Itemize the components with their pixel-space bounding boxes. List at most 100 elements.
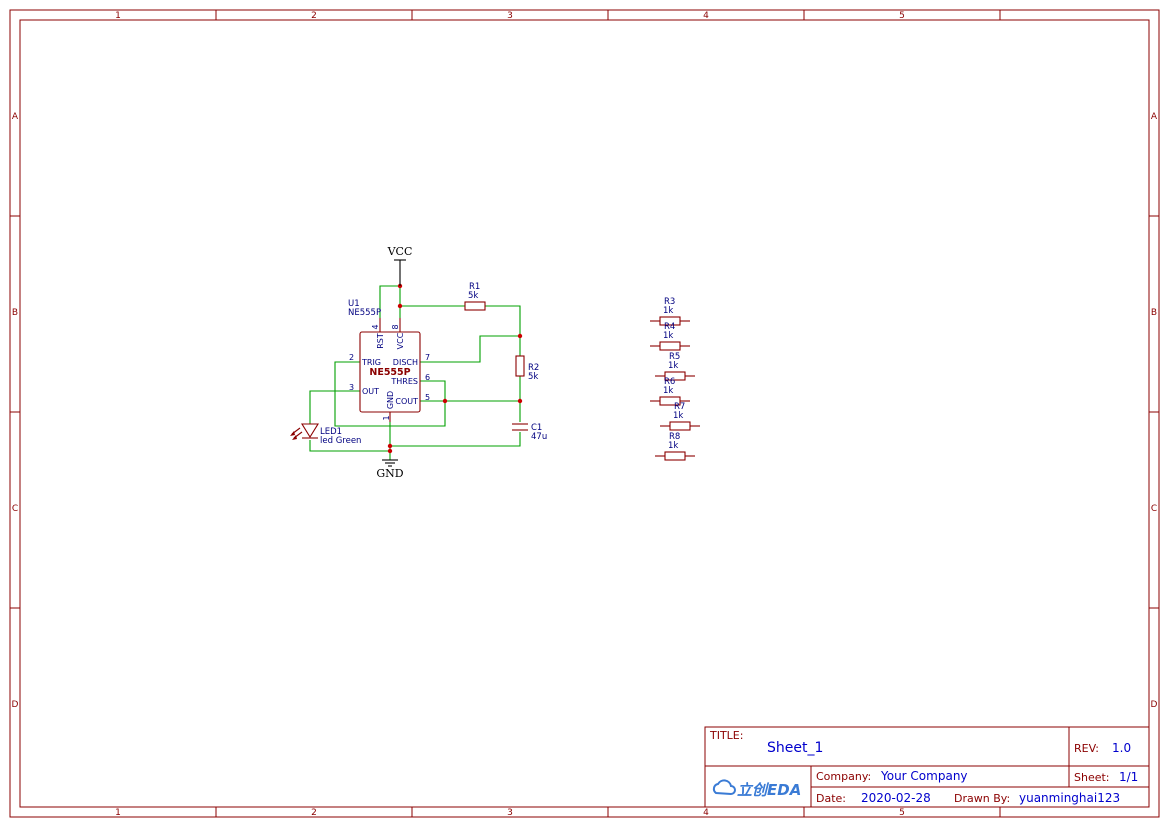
resistor-r4[interactable]: R4 1k [650, 322, 690, 351]
r1-ref: R1 [469, 282, 480, 292]
led1-value: led Green [320, 436, 361, 446]
wires [309, 285, 521, 460]
sheet-value: 1/1 [1119, 770, 1138, 784]
r6-ref: R6 [664, 377, 675, 387]
drawn-by-label: Drawn By: [954, 792, 1010, 805]
u1-ne555p[interactable]: U1 NE555P NE555P 4 RST 8 VCC 2 TRIG 3 OU… [348, 299, 430, 422]
r2-value: 5k [528, 372, 538, 382]
u1-pin-num-gnd: 1 [382, 415, 391, 420]
gnd-power-symbol: GND [376, 459, 404, 480]
wire-led-gnd [309, 440, 390, 452]
border-col-label: 2 [311, 808, 317, 818]
u1-body-label: NE555P [369, 367, 410, 378]
u1-pin-num-rst: 4 [371, 324, 380, 329]
drawn-by-value: yuanminghai123 [1019, 791, 1120, 805]
wire-out [309, 390, 360, 424]
border-row-labels-left: A B C D [12, 112, 19, 710]
logo-text: 立创EDA [737, 781, 801, 799]
junction-dot [517, 398, 523, 404]
r4-ref: R4 [664, 322, 675, 332]
capacitor-c1[interactable]: C1 47u [512, 423, 547, 442]
r5-value: 1k [668, 361, 678, 371]
date-value: 2020-02-28 [861, 791, 931, 805]
border-column-labels-top: 1 2 3 4 5 [115, 11, 905, 21]
border-col-label: 3 [507, 11, 513, 21]
r2-ref: R2 [528, 363, 539, 373]
resistor-r8[interactable]: R8 1k [655, 432, 695, 461]
led1-ref: LED1 [320, 427, 342, 437]
border-row-label: A [12, 112, 19, 122]
cloud-logo-icon [712, 779, 736, 796]
title-block: TITLE: Sheet_1 REV: 1.0 Company: Your Co… [704, 726, 1150, 808]
u1-pin-name-trig: TRIG [361, 358, 381, 367]
lceda-logo: 立创EDA [712, 779, 801, 799]
border-col-label: 4 [703, 808, 709, 818]
r7-value: 1k [673, 411, 683, 421]
border-col-label: 1 [115, 808, 121, 818]
junction-dot [397, 303, 403, 309]
vcc-label: VCC [387, 245, 413, 258]
u1-pin-name-rst: RST [376, 333, 385, 349]
resistor-r5[interactable]: R5 1k [655, 352, 695, 381]
u1-ref: U1 [348, 299, 360, 309]
border-row-label: C [12, 504, 18, 514]
u1-pin-num-disch: 7 [425, 353, 430, 362]
u1-pin-num-thres: 6 [425, 373, 430, 382]
border-col-label: 4 [703, 11, 709, 21]
u1-pin-name-thres: THRES [390, 377, 418, 386]
border-col-label: 1 [115, 11, 121, 21]
border-row-label: A [1151, 112, 1158, 122]
u1-pin-name-vcc: VCC [396, 332, 405, 349]
r7-ref: R7 [674, 402, 685, 412]
r6-value: 1k [663, 386, 673, 396]
border-col-label: 2 [311, 11, 317, 21]
border-column-labels-bottom: 1 2 3 4 5 [115, 808, 905, 818]
r3-value: 1k [663, 306, 673, 316]
junction-dot [517, 333, 523, 339]
border-row-label: D [12, 700, 19, 710]
r3-ref: R3 [664, 297, 675, 307]
border-col-label: 3 [507, 808, 513, 818]
junction-dot [387, 448, 393, 454]
rev-value: 1.0 [1112, 741, 1131, 755]
title-label: TITLE: [709, 729, 743, 742]
wire-vcc-rst [379, 285, 400, 318]
u1-pin-name-gnd: GND [386, 391, 395, 409]
sheet-title: Sheet_1 [767, 740, 823, 756]
resistor-r3[interactable]: R3 1k [650, 297, 690, 326]
sheet-label: Sheet: [1074, 771, 1110, 784]
border-row-label: B [1151, 308, 1157, 318]
u1-pin-num-out: 3 [349, 383, 354, 392]
r1-value: 5k [468, 291, 478, 301]
wire-thres [420, 380, 446, 401]
company-label: Company: [816, 770, 871, 783]
border-row-label: C [1151, 504, 1157, 514]
u1-pin-name-out: OUT [362, 387, 379, 396]
rev-label: REV: [1074, 742, 1099, 755]
resistor-r6[interactable]: R6 1k [650, 377, 690, 406]
u1-value: NE555P [348, 308, 381, 318]
border-row-label: D [1151, 700, 1158, 710]
wire-disch [420, 335, 520, 363]
r8-value: 1k [668, 441, 678, 451]
vcc-power-symbol: VCC [387, 245, 413, 286]
border-row-label: B [12, 308, 18, 318]
wire-trig [334, 361, 446, 427]
u1-pin-num-cout: 5 [425, 393, 430, 402]
resistor-r7[interactable]: R7 1k [660, 402, 700, 431]
company-value: Your Company [880, 769, 968, 783]
c1-value: 47u [531, 432, 547, 442]
r4-value: 1k [663, 331, 673, 341]
date-label: Date: [816, 792, 846, 805]
c1-ref: C1 [531, 423, 542, 433]
resistor-r2[interactable]: R2 5k [515, 355, 539, 382]
u1-pin-name-disch: DISCH [393, 358, 418, 367]
wire-r1-right [485, 305, 521, 356]
resistor-r1[interactable]: R1 5k [464, 282, 486, 311]
u1-pin-name-cout: COUT [395, 397, 418, 406]
sheet-frame [9, 9, 1160, 818]
r5-ref: R5 [669, 352, 680, 362]
r8-ref: R8 [669, 432, 680, 442]
gnd-label: GND [376, 467, 403, 480]
led-led1[interactable]: LED1 led Green [290, 423, 361, 446]
